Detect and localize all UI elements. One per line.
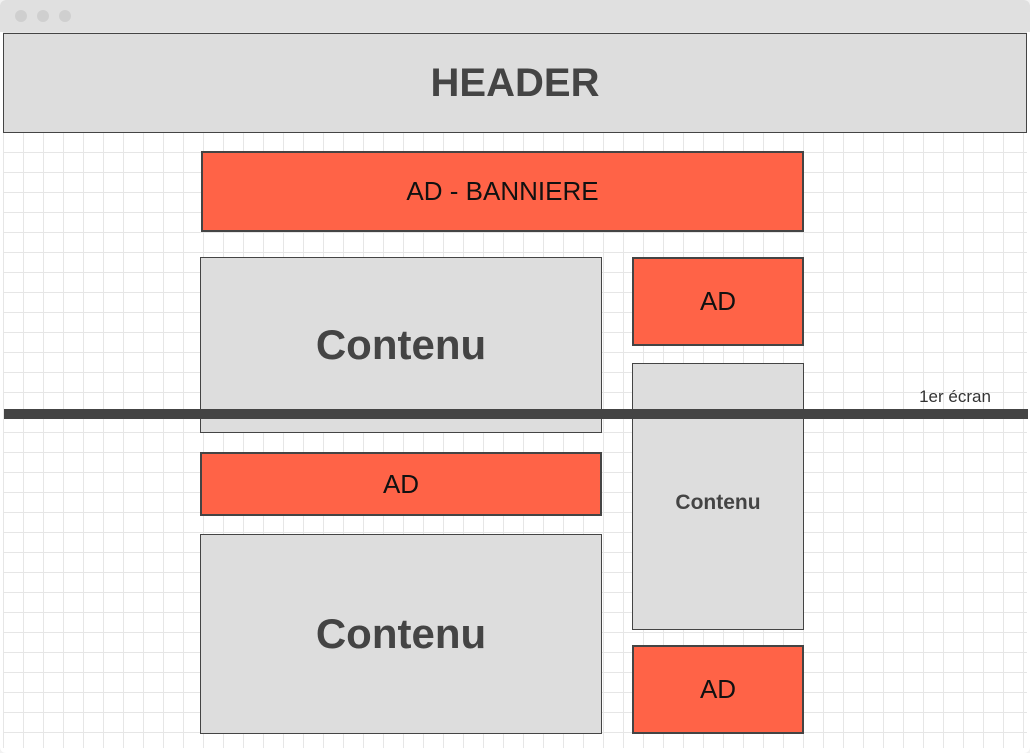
ad-banner-label: AD - BANNIERE	[406, 176, 599, 206]
header-label: HEADER	[430, 60, 600, 105]
ad-side-bottom-label: AD	[699, 674, 737, 704]
fold-label: 1er écran	[919, 387, 991, 406]
content-side-block: Contenu	[632, 363, 804, 630]
content-main-top-label: Contenu	[315, 321, 487, 368]
window-minimize-dot-icon[interactable]	[37, 10, 49, 22]
window-titlebar	[0, 0, 1030, 32]
window-close-dot-icon[interactable]	[15, 10, 27, 22]
ad-side-bottom-block: AD	[632, 645, 804, 734]
content-side-label: Contenu	[675, 490, 761, 514]
first-screen-fold-line	[4, 409, 1028, 419]
content-main-bottom-label: Contenu	[315, 610, 487, 657]
ad-banner-block: AD - BANNIERE	[201, 151, 804, 232]
ad-side-top-block: AD	[632, 257, 804, 346]
ad-middle-label: AD	[382, 468, 420, 499]
header-block: HEADER	[3, 33, 1027, 133]
window-maximize-dot-icon[interactable]	[59, 10, 71, 22]
content-main-bottom-block: Contenu	[200, 534, 602, 734]
ad-side-top-label: AD	[699, 286, 737, 316]
ad-middle-block: AD	[200, 452, 602, 516]
content-main-top-block: Contenu	[200, 257, 602, 433]
